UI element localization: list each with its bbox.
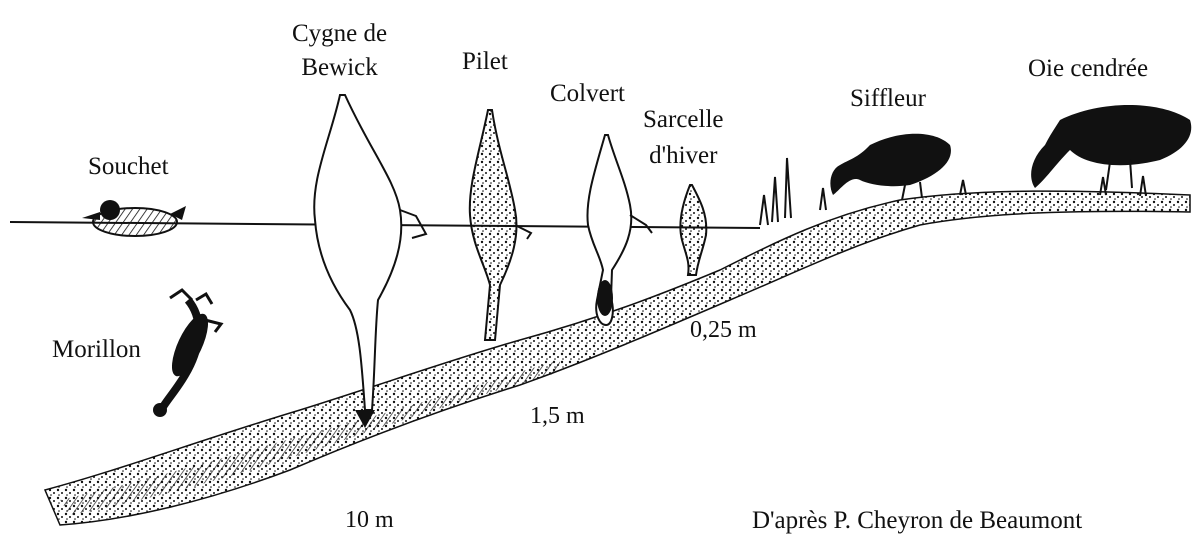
label-siffleur: Siffleur xyxy=(850,85,926,113)
label-sarcelle-line1: Sarcelle xyxy=(643,106,724,134)
morillon-bird xyxy=(153,290,221,417)
souchet-bird xyxy=(82,200,186,236)
label-colvert: Colvert xyxy=(550,80,625,108)
label-pilet: Pilet xyxy=(462,48,508,76)
source-credit: D'après P. Cheyron de Beaumont xyxy=(752,507,1082,535)
label-sarcelle-line2: d'hiver xyxy=(643,142,724,170)
depth-swan: 10 m xyxy=(345,507,394,534)
label-cygne: Cygne de Bewick xyxy=(292,20,387,82)
sarcelle-bird xyxy=(680,185,706,275)
label-morillon: Morillon xyxy=(52,336,141,364)
pilet-bird xyxy=(470,110,531,340)
label-cygne-line1: Cygne de xyxy=(292,20,387,48)
label-souchet: Souchet xyxy=(88,153,169,181)
label-cygne-line2: Bewick xyxy=(292,54,387,82)
depth-colvert: 1,5 m xyxy=(530,403,585,430)
siffleur-bird xyxy=(830,134,951,200)
depth-sarcelle: 0,25 m xyxy=(690,317,757,344)
label-sarcelle: Sarcelle d'hiver xyxy=(643,106,724,170)
label-oie: Oie cendrée xyxy=(1028,55,1148,83)
bottom-shading xyxy=(60,360,560,515)
oie-bird xyxy=(1031,105,1191,190)
